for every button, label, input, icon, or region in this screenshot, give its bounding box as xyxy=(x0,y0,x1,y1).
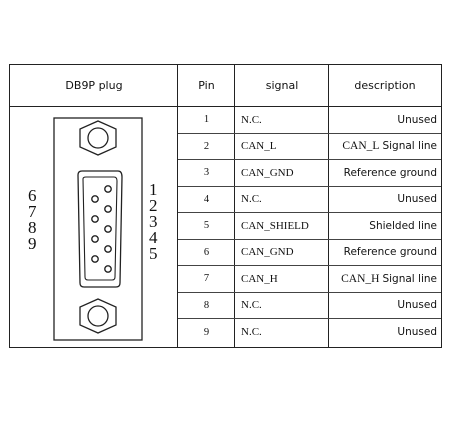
description-cell: Reference ground xyxy=(329,160,441,186)
table-row: 3 CAN_GND Reference ground xyxy=(178,160,441,187)
pin-number: 8 xyxy=(203,299,210,311)
pin-number: 9 xyxy=(203,326,210,338)
signal-name: N.C. xyxy=(241,299,262,312)
signal-name: CAN_GND xyxy=(241,166,294,179)
description-cell: Unused xyxy=(329,107,441,133)
header-pin-label: Pin xyxy=(198,79,215,92)
header-pin: Pin xyxy=(178,65,235,107)
pin-number: 3 xyxy=(203,167,210,179)
description-prefix: CAN_L xyxy=(342,140,380,153)
pin-label-9: 9 xyxy=(28,234,37,253)
db9-connector-drawing xyxy=(48,117,148,342)
divider xyxy=(328,65,329,347)
pin-number: 6 xyxy=(203,246,210,258)
header-description-label: description xyxy=(354,79,416,92)
db9-connector-icon xyxy=(53,117,143,341)
pin-label-8: 8 xyxy=(28,218,37,237)
pin-label-7: 7 xyxy=(28,202,37,221)
description-cell: Reference ground xyxy=(329,240,441,266)
description-text: Reference ground xyxy=(343,166,437,179)
pin-label-6: 6 xyxy=(28,186,37,205)
signal-name: CAN_L xyxy=(241,140,277,153)
description-prefix: CAN_H xyxy=(341,272,380,285)
signal-name: N.C. xyxy=(241,113,262,126)
description-cell: Shielded line xyxy=(329,213,441,239)
description-cell: Unused xyxy=(329,293,441,319)
description-text: Reference ground xyxy=(343,246,437,259)
pin-number: 5 xyxy=(203,220,210,232)
header-plug: DB9P plug xyxy=(10,65,178,107)
header-plug-label: DB9P plug xyxy=(65,79,123,92)
pinout-table: DB9P plug Pin signal description xyxy=(9,64,442,348)
table-row: 5 CAN_SHIELD Shielded line xyxy=(178,213,441,240)
header-signal: signal xyxy=(235,65,329,107)
description-text: Shielded line xyxy=(369,219,437,232)
signal-name: N.C. xyxy=(241,193,262,206)
divider xyxy=(177,65,178,347)
pin-number: 1 xyxy=(203,114,210,126)
description-text: Unused xyxy=(397,326,437,339)
table-row: 1 N.C. Unused xyxy=(178,107,441,134)
header-signal-label: signal xyxy=(265,79,299,92)
table-row: 8 N.C. Unused xyxy=(178,293,441,319)
pin-number: 7 xyxy=(203,273,210,285)
pin-label-5: 5 xyxy=(149,244,158,263)
description-text: Unused xyxy=(397,113,437,126)
pin-label-2: 2 xyxy=(149,196,158,215)
description-text: Unused xyxy=(397,193,437,206)
header-description: description xyxy=(329,65,441,107)
table-row: 6 CAN_GND Reference ground xyxy=(178,240,441,266)
pin-label-1: 1 xyxy=(149,180,158,199)
description-text: Signal line xyxy=(382,272,437,285)
signal-name: CAN_SHIELD xyxy=(241,219,309,232)
pin-number: 4 xyxy=(203,193,210,205)
table-row: 9 N.C. Unused xyxy=(178,319,441,346)
signal-name: CAN_H xyxy=(241,272,278,285)
description-text: Signal line xyxy=(382,140,437,153)
divider xyxy=(234,65,235,347)
signal-name: N.C. xyxy=(241,326,262,339)
pin-label-3: 3 xyxy=(149,212,158,231)
pin-label-4: 4 xyxy=(149,228,158,247)
description-text: Unused xyxy=(397,299,437,312)
description-cell: Unused xyxy=(329,319,441,346)
description-cell: Unused xyxy=(329,187,441,213)
table-row: 4 N.C. Unused xyxy=(178,187,441,213)
signal-name: CAN_GND xyxy=(241,246,294,259)
pin-number: 2 xyxy=(203,140,210,152)
